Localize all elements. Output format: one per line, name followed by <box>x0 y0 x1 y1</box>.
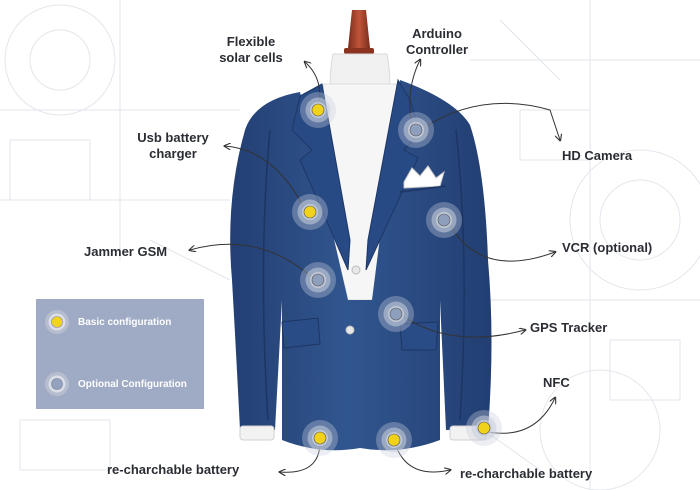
legend-basic-label: Basic configuration <box>78 316 172 328</box>
callout-battery-right: re-charchable battery <box>460 466 593 481</box>
arrow-jammer <box>190 243 316 281</box>
marker-battery-right <box>376 422 412 458</box>
marker-jammer-gsm <box>300 262 336 298</box>
callout-hd-camera: HD Camera <box>562 148 633 163</box>
arrow-nfc <box>487 398 555 434</box>
left-lapel <box>291 83 351 271</box>
arrow-usb <box>225 146 306 211</box>
pocket-square <box>403 165 445 189</box>
marker-arduino-controller <box>398 112 434 148</box>
marker-gps-tracker <box>378 296 414 332</box>
legend-panel: Basic configuration Optional Configurati… <box>36 299 204 409</box>
callout-nfc: NFC <box>543 375 570 390</box>
marker-battery-left <box>302 420 338 456</box>
legend-optional: Optional Configuration <box>44 371 187 397</box>
arrow-camera <box>419 102 560 140</box>
arrow-vcr <box>447 221 555 262</box>
arrow-gps <box>399 313 525 338</box>
mannequin-cap <box>348 10 370 48</box>
yellow-dot-icon <box>44 309 70 335</box>
blue-dot-icon <box>44 371 70 397</box>
legend-optional-label: Optional Configuration <box>78 378 187 390</box>
jacket-button-top <box>351 265 361 275</box>
marker-solar-cells <box>300 92 336 128</box>
left-pocket-flap <box>281 317 321 349</box>
callout-gps-tracker: GPS Tracker <box>530 320 608 335</box>
callout-vcr: VCR (optional) <box>562 240 653 255</box>
marker-usb-charger <box>292 194 328 230</box>
callout-battery-left: re-charchable battery <box>107 462 240 477</box>
jacket-button-bottom <box>345 325 355 335</box>
marker-nfc <box>466 410 502 446</box>
callout-jammer-gsm: Jammer GSM <box>84 244 168 259</box>
marker-hd-camera-vcr <box>426 202 462 238</box>
legend-basic: Basic configuration <box>44 309 171 335</box>
